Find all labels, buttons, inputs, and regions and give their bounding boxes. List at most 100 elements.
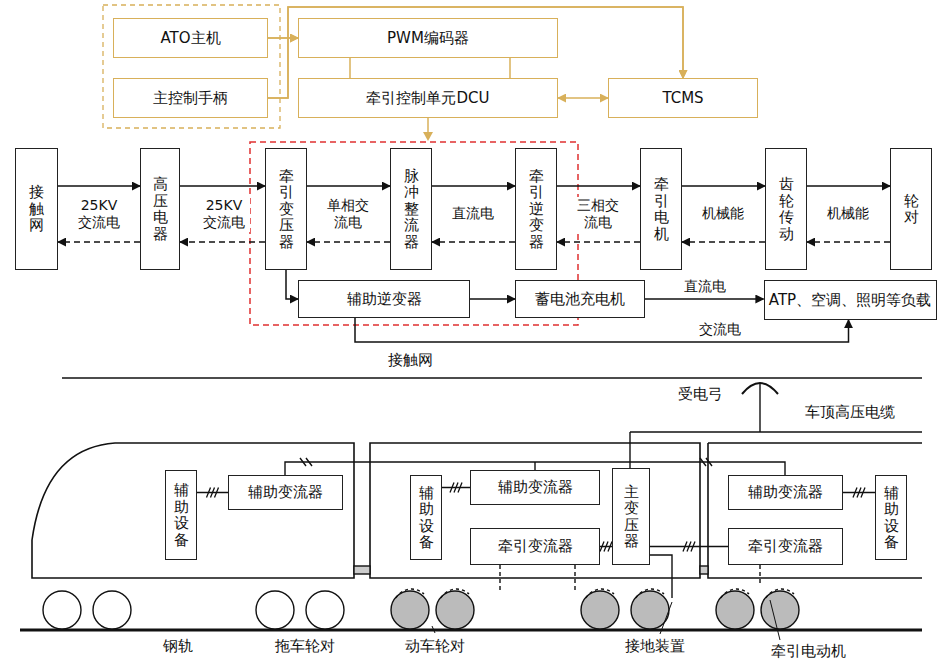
process-box: 蓄电池充电机	[515, 280, 645, 318]
process-box: 牵引变流器	[728, 528, 843, 565]
connector	[58, 185, 140, 187]
node-text: 牵引变流器	[748, 537, 823, 556]
control-arrow	[423, 132, 433, 141]
wire-tick	[683, 542, 695, 552]
process-box: 牵引变流器	[470, 528, 600, 565]
node-text: TCMS	[662, 89, 703, 108]
node-text: 轮对	[904, 193, 919, 226]
vertical-box: 牵引逆变器	[515, 148, 557, 270]
vertical-box: 齿轮传动	[765, 148, 807, 270]
node-text: 牵引控制单元DCU	[366, 89, 489, 108]
vertical-box: 牵引变压器	[265, 148, 307, 270]
connector	[355, 318, 849, 342]
connector	[682, 185, 765, 187]
part-label: 牵引电动机	[770, 642, 847, 661]
node-text: 高压电器	[153, 176, 168, 242]
node-text: 辅助变流器	[748, 483, 823, 502]
train	[20, 378, 922, 640]
edge-label: 25KV 交流电	[73, 197, 125, 232]
process-box: 辅助变流器	[228, 475, 343, 510]
connector	[557, 185, 640, 187]
node-text: 脉冲整流器	[404, 168, 419, 251]
process-box: ATP、空调、照明等负载	[764, 280, 937, 320]
process-box: ATO主机	[113, 18, 268, 58]
vertical-box: 轮对	[890, 148, 932, 270]
node-text: 主控制手柄	[153, 89, 228, 108]
node-text: 齿轮传动	[779, 176, 794, 242]
edge-label: 单相交流电	[324, 197, 372, 232]
edge-label: 25KV 交流电	[198, 197, 250, 232]
part-label: 受电弓	[677, 385, 724, 404]
part-label: 车顶高压电缆	[804, 403, 896, 422]
connector	[268, 7, 683, 78]
part-label: 钢轨	[162, 637, 194, 656]
process-box: TCMS	[608, 78, 758, 118]
node-text: 牵引变流器	[498, 537, 573, 556]
edge-label: 交流电	[689, 321, 751, 339]
node-text: ATO主机	[160, 29, 220, 48]
connector	[432, 241, 515, 243]
connector	[180, 185, 265, 187]
wire-tick	[450, 483, 462, 493]
node-text: 牵引逆变器	[529, 168, 544, 251]
vertical-box: 辅助设备	[165, 470, 197, 560]
connector	[307, 241, 390, 243]
wire-tick	[600, 542, 612, 552]
control-group	[103, 5, 280, 128]
vertical-box: 脉冲整流器	[390, 148, 432, 270]
connector	[268, 38, 298, 98]
connector	[558, 97, 608, 99]
process-box: 辅助变流器	[728, 475, 843, 510]
node-text: 牵引变压器	[279, 168, 294, 251]
process-box: 辅助变流器	[470, 470, 600, 505]
connector	[645, 298, 764, 300]
edge-label: 直流电	[674, 278, 736, 296]
connector	[470, 298, 515, 300]
node-text: 牵引电机	[654, 176, 669, 242]
connector	[432, 185, 515, 187]
node-text: 辅助变流器	[498, 478, 573, 497]
connector	[807, 241, 890, 243]
node-text: 辅助设备	[174, 482, 189, 548]
part-label: 动车轮对	[404, 637, 466, 656]
node-text: 主变压器	[624, 484, 639, 550]
wire-tick	[207, 488, 219, 498]
vertical-box: 高压电器	[140, 148, 180, 270]
node-text: 辅助变流器	[248, 483, 323, 502]
process-box: PWM编码器	[298, 18, 558, 58]
node-text: 接触网	[29, 184, 44, 234]
node-text: PWM编码器	[387, 29, 469, 48]
part-label: 拖车轮对	[274, 637, 336, 656]
control-line	[427, 118, 429, 133]
edge-label: 直流电	[449, 205, 497, 223]
vertical-box: 接触网	[15, 148, 58, 270]
process-box: 牵引控制单元DCU	[298, 78, 558, 118]
part-label: 接地装置	[624, 637, 686, 656]
connector	[807, 185, 890, 187]
node-text: 辅助逆变器	[347, 290, 422, 309]
node-text: 辅助设备	[884, 485, 899, 551]
connector	[349, 58, 351, 78]
edge-label: 三相交流电	[574, 197, 622, 232]
process-box: 主控制手柄	[113, 78, 268, 118]
edge-label: 机械能	[692, 205, 754, 223]
node-text: 蓄电池充电机	[535, 290, 625, 309]
node-text: ATP、空调、照明等负载	[769, 291, 931, 310]
wire-tick	[853, 488, 865, 498]
connector	[286, 270, 298, 299]
node-text: 辅助设备	[419, 485, 434, 551]
connector	[682, 241, 765, 243]
connector	[509, 58, 511, 78]
connector	[58, 241, 140, 243]
vertical-box: 辅助设备	[875, 475, 907, 560]
connector	[307, 185, 390, 187]
vertical-box: 辅助设备	[410, 475, 442, 560]
connector	[557, 241, 640, 243]
part-label: 接触网	[387, 351, 434, 370]
vertical-box: 主变压器	[612, 468, 650, 565]
edge-label: 机械能	[817, 205, 879, 223]
vertical-box: 牵引电机	[640, 148, 682, 270]
process-box: 辅助逆变器	[298, 280, 470, 318]
connector	[180, 241, 265, 243]
